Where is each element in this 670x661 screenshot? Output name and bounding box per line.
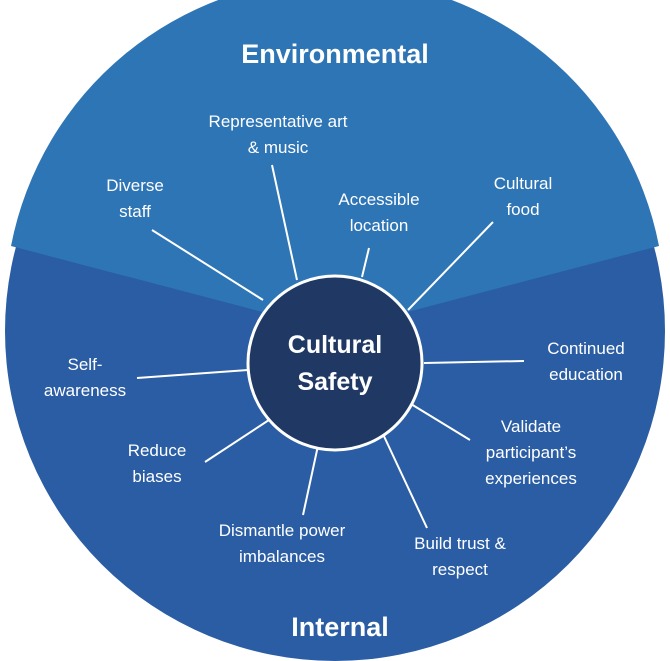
- label-line: Build trust &: [414, 534, 506, 553]
- label-diverse-staff: Diverse staff: [106, 176, 164, 221]
- label-validate-experiences: Validate participant’s experiences: [485, 417, 577, 488]
- label-line: staff: [119, 202, 151, 221]
- spoke-accessible-location: [361, 247, 370, 278]
- label-line: & music: [248, 138, 309, 157]
- spoke-cultural-food: [407, 221, 494, 311]
- node-labels-group: Diverse staff Representative art & music A…: [44, 112, 625, 579]
- label-line: biases: [132, 467, 181, 486]
- label-build-trust-respect: Build trust & respect: [414, 534, 506, 579]
- label-line: location: [350, 216, 409, 235]
- label-line: Dismantle power: [219, 521, 346, 540]
- label-line: experiences: [485, 469, 577, 488]
- label-line: Accessible: [338, 190, 419, 209]
- spoke-diverse-staff: [151, 229, 264, 301]
- spoke-continued-education: [423, 360, 525, 364]
- label-line: Cultural: [494, 174, 553, 193]
- label-line: Diverse: [106, 176, 164, 195]
- label-line: participant’s: [486, 443, 576, 462]
- center-title-line1: Cultural: [288, 331, 382, 359]
- spoke-dismantle: [302, 440, 320, 516]
- label-line: Reduce: [128, 441, 187, 460]
- label-line: Continued: [547, 339, 625, 358]
- label-accessible-location: Accessible location: [338, 190, 419, 235]
- spoke-reduce-biases: [204, 417, 273, 463]
- spoke-representative-art: [271, 164, 298, 281]
- label-line: imbalances: [239, 547, 325, 566]
- label-line: Self-: [68, 355, 103, 374]
- label-line: Validate: [501, 417, 561, 436]
- label-line: education: [549, 365, 623, 384]
- label-dismantle-power-imbalances: Dismantle power imbalances: [219, 521, 346, 566]
- spoke-build-trust: [381, 431, 428, 529]
- center-circle: [246, 274, 424, 452]
- label-representative-art-music: Representative art & music: [209, 112, 348, 157]
- label-reduce-biases: Reduce biases: [128, 441, 187, 486]
- spoke-self-awareness: [136, 369, 249, 379]
- environmental-title: Environmental: [241, 39, 429, 69]
- label-line: Representative art: [209, 112, 348, 131]
- internal-title: Internal: [291, 612, 389, 642]
- label-line: food: [506, 200, 539, 219]
- label-line: awareness: [44, 381, 126, 400]
- center-title-line2: Safety: [297, 368, 372, 396]
- label-self-awareness: Self-awareness: [44, 355, 126, 400]
- label-line: respect: [432, 560, 488, 579]
- environmental-sector: [11, 0, 659, 331]
- spoke-validate: [410, 403, 471, 441]
- spokes-group: [136, 164, 525, 529]
- label-cultural-food: Cultural food: [494, 174, 553, 219]
- label-continued-education: Continued education: [547, 339, 625, 384]
